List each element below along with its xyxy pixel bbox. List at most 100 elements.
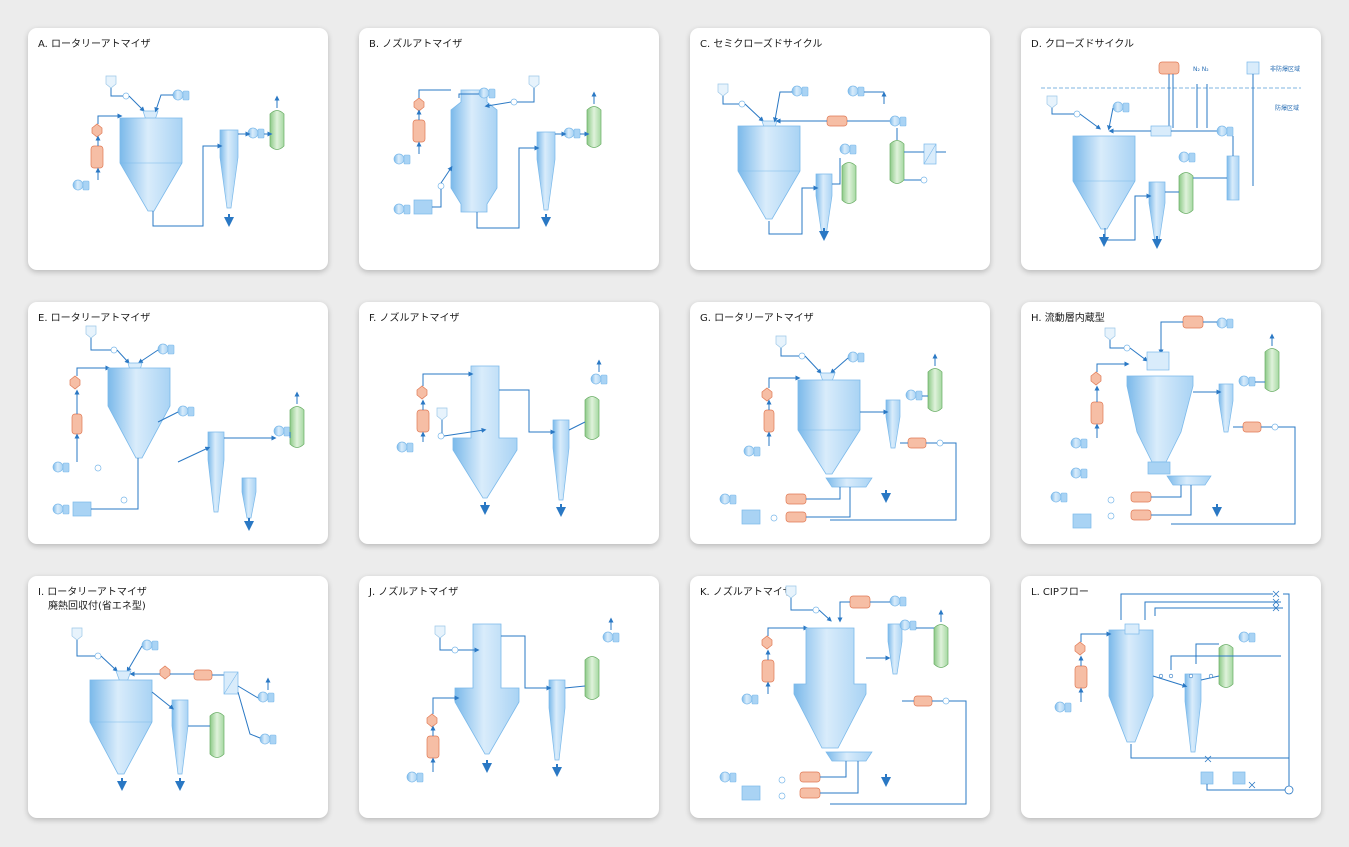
fan [257, 691, 269, 703]
card-title: J. ノズルアトマイザ [369, 587, 459, 598]
fan [602, 631, 614, 643]
feed-pump [110, 346, 118, 354]
card-title: H. 流動層内蔵型 [1031, 313, 1105, 324]
pipe-line [1129, 347, 1148, 362]
fan-motor [1060, 492, 1068, 503]
feed-pump [936, 439, 944, 447]
process-diagram [72, 75, 285, 227]
fan-motor [1226, 126, 1234, 137]
fan-motor [1226, 318, 1234, 329]
pipe-line [439, 638, 452, 651]
scrubber [209, 712, 225, 758]
drying-chamber [452, 365, 518, 499]
card-title: C. セミクローズドサイクル [700, 39, 823, 50]
fan [1070, 437, 1082, 449]
fan-motor [403, 154, 411, 165]
fan [1178, 151, 1190, 163]
fan-motor [269, 734, 277, 745]
heat-exchanger [1246, 61, 1260, 75]
fan-motor [909, 620, 917, 631]
scrubber [841, 162, 857, 204]
pipe-line [1206, 784, 1289, 791]
heater [849, 595, 871, 609]
pipe-line [767, 625, 809, 636]
pipe-line [517, 88, 535, 103]
feed-pump [1107, 496, 1115, 504]
card-title: F. ノズルアトマイザ [369, 313, 460, 324]
drying-chamber [793, 627, 867, 749]
feed-pump [812, 606, 820, 614]
feed-tank-large [413, 199, 433, 215]
fan [1216, 125, 1228, 137]
cyclone [1218, 383, 1234, 433]
feed-pump [798, 352, 806, 360]
cyclone [815, 173, 833, 237]
pipe-line [1079, 113, 1102, 130]
scrubber [584, 656, 600, 700]
fan-motor [899, 596, 907, 607]
feed-tank [1104, 327, 1116, 341]
drying-chamber [450, 89, 498, 213]
pipe-line [151, 691, 174, 710]
feed-tank-large [741, 509, 761, 525]
fan [719, 771, 731, 783]
pipe-line [418, 89, 451, 98]
fan [172, 89, 184, 101]
fan [1112, 101, 1124, 113]
heater [1130, 509, 1152, 521]
pipe-line [128, 95, 145, 112]
pipe-line [832, 158, 841, 185]
pipe-line [97, 113, 123, 124]
pipe-line [564, 685, 586, 689]
feed-pump [942, 697, 950, 705]
heater [193, 669, 213, 681]
feed-pump [437, 182, 445, 190]
feed-pump [94, 652, 102, 660]
feed-pump [1271, 423, 1279, 431]
card-title: B. ノズルアトマイザ [369, 39, 463, 50]
heater [761, 659, 775, 683]
air-filter [761, 387, 773, 402]
pipe-line [443, 427, 487, 437]
fluid-bed-internal [1147, 461, 1171, 475]
fan-motor [82, 180, 90, 191]
fan [899, 619, 911, 631]
pipe-line [1170, 655, 1281, 670]
pipe-line [1200, 675, 1220, 681]
fan-motor [406, 442, 414, 453]
feed-tank [528, 75, 540, 89]
fan-motor [857, 352, 865, 363]
card-title: G. ロータリーアトマイザ [700, 313, 814, 324]
pipe-line [837, 601, 850, 623]
pipe-line [154, 94, 173, 113]
heater [71, 413, 83, 435]
process-diagram [393, 75, 602, 229]
fan [741, 693, 753, 705]
fan-motor [1248, 376, 1256, 387]
drying-chamber [1126, 375, 1194, 463]
fan-motor [729, 494, 737, 505]
fan-motor [801, 86, 809, 97]
pipe-line [484, 101, 512, 109]
heater [412, 119, 426, 143]
pipe-line [90, 338, 111, 351]
pipe-line [1096, 361, 1130, 372]
feed-pump [1073, 110, 1081, 118]
valve [1248, 781, 1256, 789]
pipe-line [768, 185, 819, 235]
pipe-line [790, 598, 813, 611]
fan [393, 203, 405, 215]
feed-pump [738, 100, 746, 108]
card-title: A. ロータリーアトマイザ [38, 39, 151, 50]
pipe-line [110, 88, 123, 97]
condenser [1150, 125, 1172, 137]
air-filter [426, 713, 438, 728]
fan-motor [849, 144, 857, 155]
cyclone [207, 431, 225, 513]
pipe-line [100, 655, 118, 672]
fan-motor [167, 344, 175, 355]
heater [1158, 61, 1180, 75]
drying-chamber [454, 623, 520, 755]
process-diagram [719, 335, 957, 525]
